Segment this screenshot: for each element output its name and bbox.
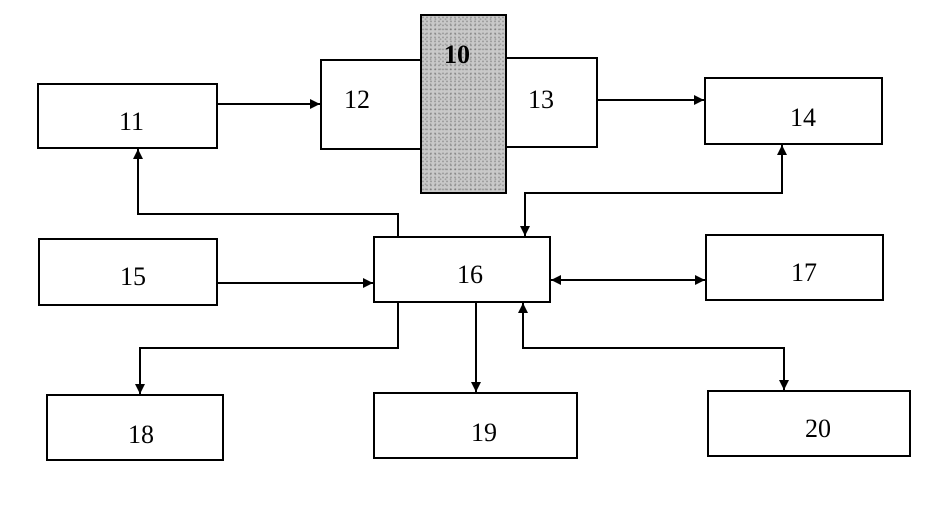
block-18-label: 18	[128, 420, 154, 449]
block-17-label: 17	[791, 258, 817, 287]
block-17: 17	[705, 234, 884, 301]
block-14: 14	[704, 77, 883, 145]
block-19: 19	[373, 392, 578, 459]
block-15: 15	[38, 238, 218, 306]
block-11-label: 11	[119, 107, 145, 136]
arrow-14-16	[520, 145, 787, 236]
block-14-label: 14	[790, 103, 816, 132]
arrow-16-20	[518, 303, 789, 390]
block-12: 12	[320, 59, 430, 150]
block-13: 13	[498, 57, 598, 148]
block-16: 16	[373, 236, 551, 303]
block-20-label: 20	[805, 414, 831, 443]
block-10-label: 10	[444, 40, 470, 69]
arrow-16-to-11	[133, 149, 399, 236]
block-11: 11	[37, 83, 218, 149]
block-19-label: 19	[471, 418, 497, 447]
arrow-16-to-18	[135, 303, 399, 394]
block-18: 18	[46, 394, 224, 461]
block-20: 20	[707, 390, 911, 457]
block-16-label: 16	[457, 260, 483, 289]
block-13-label: 13	[528, 85, 554, 114]
block-15-label: 15	[120, 262, 146, 291]
block-10: 10	[420, 14, 507, 194]
block-12-label: 12	[344, 85, 370, 114]
